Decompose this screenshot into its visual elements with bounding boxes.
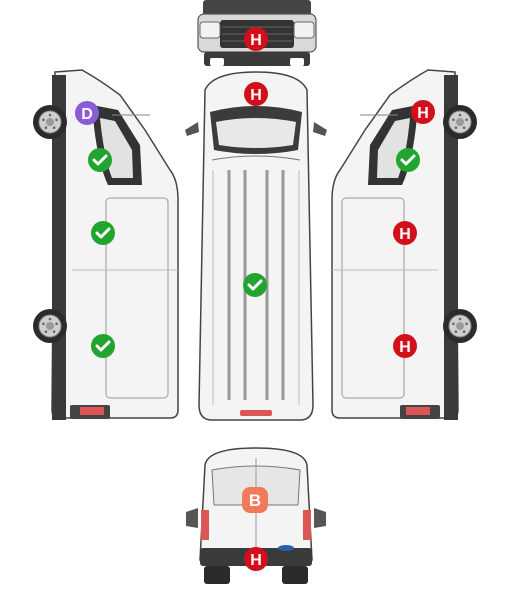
svg-text:D: D: [81, 106, 93, 123]
marker-right-middle[interactable]: H: [393, 221, 417, 245]
svg-text:H: H: [417, 105, 429, 122]
marker-rear-bumper[interactable]: H: [244, 547, 268, 571]
check-icon: [92, 154, 108, 166]
marker-right-upper[interactable]: [396, 148, 420, 172]
marker-left-front[interactable]: D: [75, 101, 99, 125]
svg-text:H: H: [399, 339, 411, 356]
svg-text:H: H: [399, 226, 411, 243]
check-icon: [95, 227, 111, 239]
marker-right-lower[interactable]: H: [393, 334, 417, 358]
svg-text:H: H: [250, 87, 262, 104]
marker-top-front[interactable]: H: [244, 82, 268, 106]
marker-left-upper[interactable]: [88, 148, 112, 172]
right-side-view: [331, 69, 478, 420]
marker-left-lower[interactable]: [91, 334, 115, 358]
marker-rear-door[interactable]: B: [242, 487, 268, 513]
front-view: [197, 0, 317, 66]
markers-layer: H H D H: [75, 27, 435, 571]
left-side-view: [32, 69, 179, 420]
marker-right-front[interactable]: H: [411, 100, 435, 124]
check-icon: [95, 340, 111, 352]
marker-left-middle[interactable]: [91, 221, 115, 245]
top-view: [185, 71, 327, 421]
marker-roof[interactable]: [243, 273, 267, 297]
check-icon: [247, 279, 263, 291]
svg-text:H: H: [250, 552, 262, 569]
check-icon: [400, 154, 416, 166]
svg-text:B: B: [249, 491, 261, 510]
svg-text:H: H: [250, 32, 262, 49]
marker-front[interactable]: H: [244, 27, 268, 51]
